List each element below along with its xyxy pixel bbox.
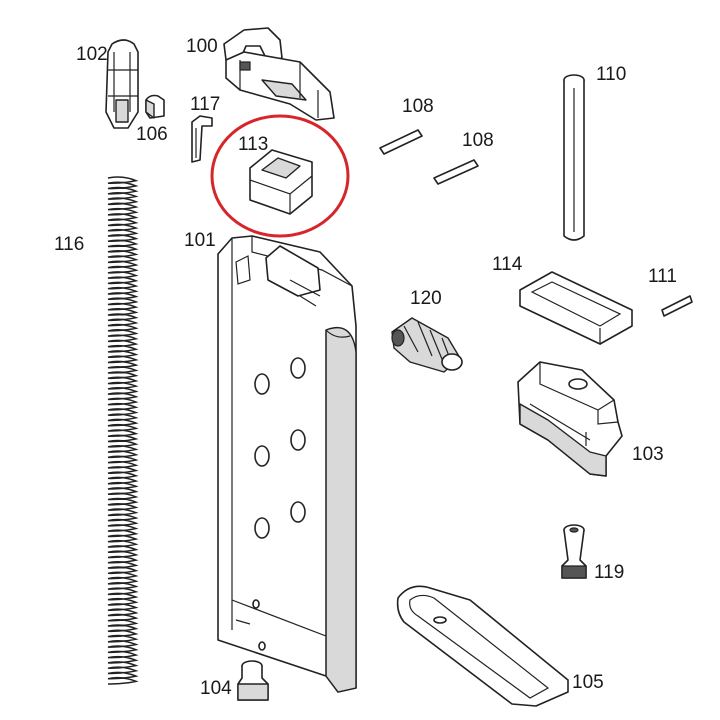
label-117: 117 <box>190 94 220 115</box>
part-106[interactable] <box>145 94 165 119</box>
label-105: 105 <box>572 672 604 693</box>
highlight-circle <box>210 114 350 238</box>
label-114: 114 <box>492 254 523 275</box>
label-110: 110 <box>596 64 626 85</box>
label-104: 104 <box>200 678 232 699</box>
label-111: 111 <box>648 266 677 287</box>
part-102[interactable] <box>105 39 139 129</box>
part-104[interactable] <box>237 660 269 701</box>
label-100: 100 <box>186 36 218 57</box>
part-116[interactable] <box>107 176 139 685</box>
label-108-a: 108 <box>402 96 434 117</box>
part-100[interactable] <box>223 27 335 121</box>
label-120: 120 <box>410 288 442 309</box>
label-101: 101 <box>184 230 216 251</box>
label-113: 113 <box>238 134 268 155</box>
body-holes <box>252 357 306 651</box>
part-103[interactable] <box>517 361 623 477</box>
label-106: 106 <box>136 124 168 145</box>
part-120[interactable] <box>391 317 463 373</box>
part-105[interactable] <box>396 585 569 707</box>
part-117[interactable] <box>191 115 213 163</box>
part-114[interactable] <box>519 271 633 345</box>
label-119: 119 <box>594 562 624 583</box>
label-108-b: 108 <box>462 130 494 151</box>
label-102: 102 <box>76 44 108 65</box>
part-113[interactable] <box>249 149 313 215</box>
part-108-b[interactable] <box>433 159 479 185</box>
part-119[interactable] <box>561 524 587 579</box>
part-111[interactable] <box>661 295 693 317</box>
part-108-a[interactable] <box>379 129 423 155</box>
part-110[interactable] <box>563 74 585 241</box>
label-116: 116 <box>54 234 84 255</box>
part-101[interactable] <box>217 235 357 693</box>
label-103: 103 <box>632 444 664 465</box>
